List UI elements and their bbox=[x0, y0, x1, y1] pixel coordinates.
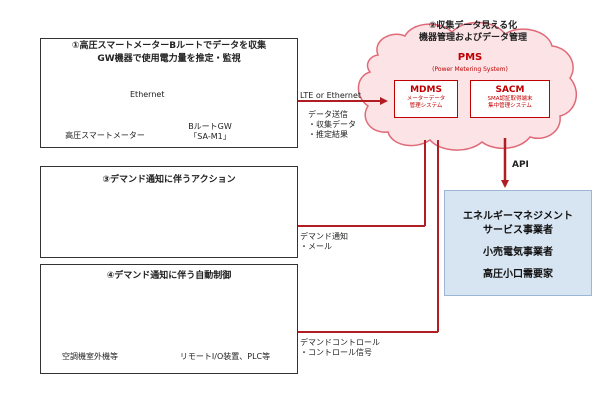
ethernet-label: Ethernet bbox=[130, 90, 165, 99]
section-1-title: ①高圧スマートメーターBルートでデータを収集 GW機器で使用電力量を推定・監視 bbox=[71, 41, 267, 64]
operator-line-1: エネルギーマネジメント bbox=[463, 211, 573, 222]
section-4-title: ④デマンド通知に伴う自動制御 bbox=[106, 271, 232, 281]
sacm-box: SACM SMA認証取得端末 集中管理システム bbox=[470, 80, 550, 118]
operator-line-2: サービス事業者 bbox=[483, 225, 553, 236]
meter-label: 高圧スマートメーター bbox=[65, 131, 145, 140]
remote-io-label: リモートI/O装置、PLC等 bbox=[179, 352, 271, 361]
section-4-box bbox=[40, 264, 298, 374]
api-label: API bbox=[512, 160, 529, 170]
pms-title: PMS bbox=[457, 52, 483, 63]
section-2-title: ②収集データ見える化 機器管理およびデータ管理 bbox=[418, 21, 527, 43]
mdms-box: MDMS メーターデータ 管理システム bbox=[394, 80, 458, 118]
gateway-label: BルートGW 「SA-M1」 bbox=[188, 122, 232, 141]
data-send-label: データ送信 ・収集データ ・推定結果 bbox=[308, 110, 356, 139]
section-3-title: ③デマンド通知に伴うアクション bbox=[102, 175, 236, 185]
operator-line-4: 高圧小口需要家 bbox=[483, 269, 553, 280]
section-3-box bbox=[40, 166, 298, 258]
pms-subtitle: (Power Metering System) bbox=[432, 66, 508, 73]
operator-line-3: 小売電気事業者 bbox=[483, 247, 553, 258]
lte-label: LTE or Ethernet bbox=[300, 91, 362, 100]
demand-notice-label: デマンド通知 ・メール bbox=[300, 232, 348, 251]
demand-control-label: デマンドコントロール ・コントロール信号 bbox=[300, 338, 380, 357]
pms-cloud bbox=[357, 21, 578, 151]
section-1-box bbox=[40, 38, 298, 148]
operators-box: エネルギーマネジメント サービス事業者 小売電気事業者 高圧小口需要家 bbox=[444, 190, 592, 296]
outdoor-unit-label: 空調機室外機等 bbox=[62, 352, 118, 361]
